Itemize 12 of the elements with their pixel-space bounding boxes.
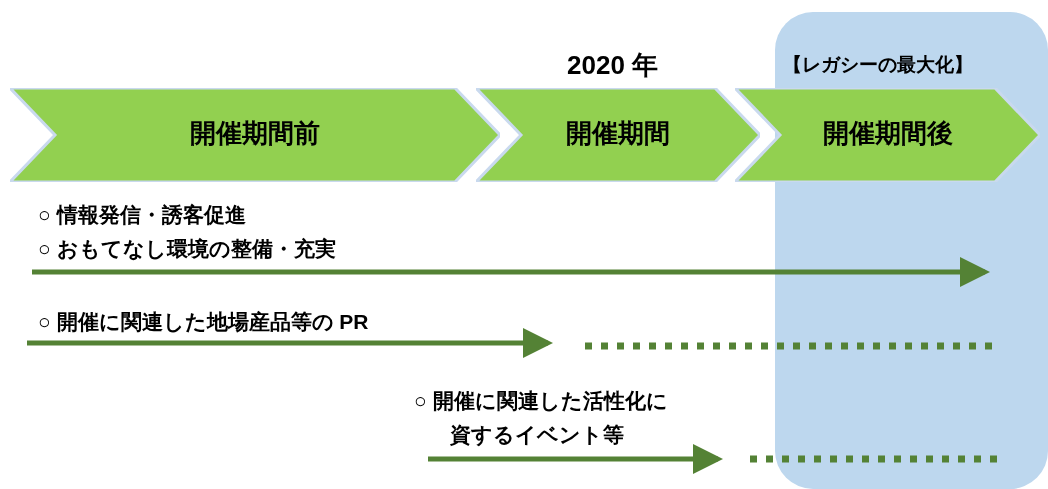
year-label: 2020 年 (567, 49, 660, 82)
phase-label: 開催期間前 (190, 117, 320, 150)
phase-banner (10, 88, 500, 182)
phase-label: 開催期間 (566, 117, 670, 150)
bullet-text: ○ おもてなし環境の整備・充実 (38, 236, 337, 263)
bullet-text: ○ 開催に関連した地場産品等の PR (38, 309, 370, 335)
panel-heading: 【レガシーの最大化】 (783, 53, 973, 77)
phase-label: 開催期間後 (822, 117, 953, 150)
phase-banner (735, 88, 1040, 182)
bullet-text: ○ 開催に関連した活性化に資するイベント等 (414, 388, 669, 448)
bullet-text: ○ 情報発信・誘客促進 (38, 202, 247, 228)
phase-banner (476, 88, 760, 182)
